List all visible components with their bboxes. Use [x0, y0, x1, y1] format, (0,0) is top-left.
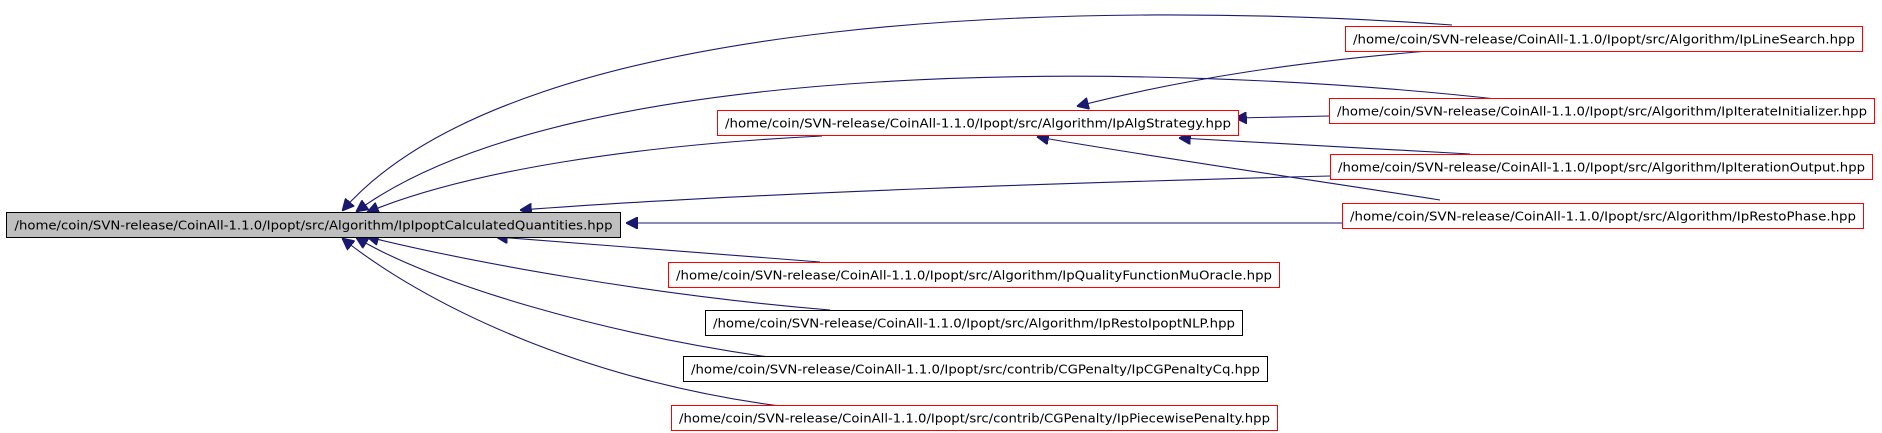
node-piecewise-penalty-label: /home/coin/SVN-release/CoinAll-1.1.0/Ipo… — [679, 411, 1270, 426]
edge-cgpenaltycq-to-root — [357, 238, 791, 361]
edges — [343, 14, 1506, 411]
edge-piecewisepenalty-to-root — [343, 239, 813, 411]
node-resto-phase[interactable]: /home/coin/SVN-release/CoinAll-1.1.0/Ipo… — [1342, 203, 1864, 229]
node-resto-ipopt-nlp[interactable]: /home/coin/SVN-release/CoinAll-1.1.0/Ipo… — [705, 310, 1243, 336]
node-iterate-initializer[interactable]: /home/coin/SVN-release/CoinAll-1.1.0/Ipo… — [1329, 98, 1875, 124]
edge-linesearch-to-algstrategy — [1078, 47, 1468, 106]
node-alg-strategy[interactable]: /home/coin/SVN-release/CoinAll-1.1.0/Ipo… — [717, 110, 1239, 136]
node-line-search-label: /home/coin/SVN-release/CoinAll-1.1.0/Ipo… — [1353, 32, 1855, 47]
node-line-search[interactable]: /home/coin/SVN-release/CoinAll-1.1.0/Ipo… — [1345, 26, 1863, 52]
node-iteration-output-label: /home/coin/SVN-release/CoinAll-1.1.0/Ipo… — [1338, 160, 1865, 175]
edge-restoipoptnlp-to-root — [368, 237, 831, 311]
edge-iterateinitializer-to-root — [357, 75, 1506, 211]
node-quality-function[interactable]: /home/coin/SVN-release/CoinAll-1.1.0/Ipo… — [668, 262, 1280, 288]
edge-restophase-to-algstrategy — [1038, 137, 1441, 201]
edge-linesearch-to-root — [343, 14, 1453, 210]
node-alg-strategy-label: /home/coin/SVN-release/CoinAll-1.1.0/Ipo… — [725, 116, 1231, 131]
edge-algstrategy-to-root — [368, 135, 823, 212]
node-cg-penalty-cq[interactable]: /home/coin/SVN-release/CoinAll-1.1.0/Ipo… — [683, 356, 1268, 382]
node-cg-penalty-cq-label: /home/coin/SVN-release/CoinAll-1.1.0/Ipo… — [691, 362, 1260, 377]
edge-iterationoutput-to-root — [521, 175, 1331, 210]
node-resto-ipopt-nlp-label: /home/coin/SVN-release/CoinAll-1.1.0/Ipo… — [713, 316, 1235, 331]
node-root-label: /home/coin/SVN-release/CoinAll-1.1.0/Ipo… — [15, 218, 613, 233]
node-iterate-initializer-label: /home/coin/SVN-release/CoinAll-1.1.0/Ipo… — [1337, 104, 1867, 119]
node-iteration-output[interactable]: /home/coin/SVN-release/CoinAll-1.1.0/Ipo… — [1330, 154, 1873, 180]
edge-qualityfunction-to-root — [497, 237, 821, 263]
node-quality-function-label: /home/coin/SVN-release/CoinAll-1.1.0/Ipo… — [676, 268, 1272, 283]
node-resto-phase-label: /home/coin/SVN-release/CoinAll-1.1.0/Ipo… — [1350, 209, 1856, 224]
node-root[interactable]: /home/coin/SVN-release/CoinAll-1.1.0/Ipo… — [6, 212, 621, 238]
edge-iterationoutput-to-algstrategy — [1180, 138, 1471, 155]
edge-iterateinitializer-to-algstrategy — [1236, 116, 1330, 118]
node-piecewise-penalty[interactable]: /home/coin/SVN-release/CoinAll-1.1.0/Ipo… — [671, 405, 1278, 431]
